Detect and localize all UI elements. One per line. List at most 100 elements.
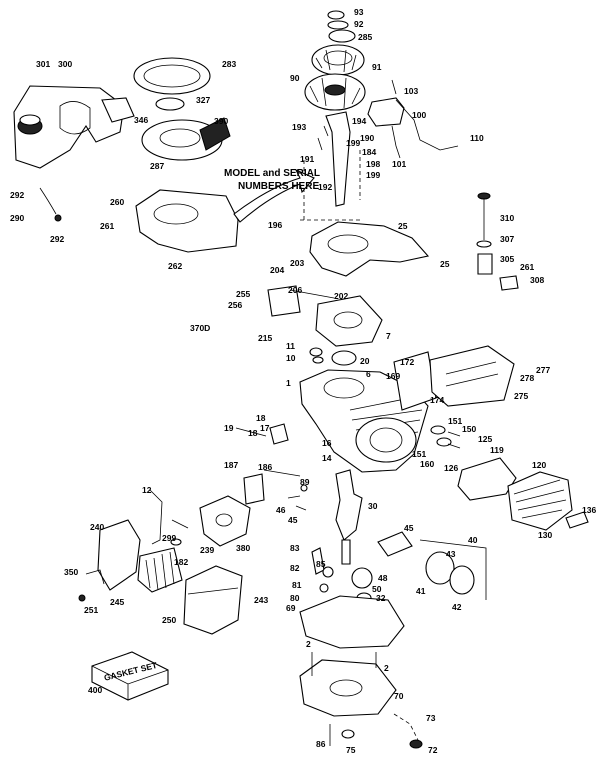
part-label: 261 — [100, 221, 114, 231]
bracket-194-190 — [317, 111, 351, 207]
part-327 — [155, 97, 185, 111]
sump-70 — [299, 652, 397, 717]
part-label: 172 — [400, 357, 414, 367]
part-label: 120 — [532, 460, 546, 470]
part-label: 93 — [354, 7, 364, 17]
carburetor-380 — [199, 495, 251, 547]
part-label: 18 — [256, 413, 266, 423]
part-label: 45 — [288, 515, 298, 525]
part-label: 275 — [514, 391, 528, 401]
part-75 — [341, 729, 355, 739]
air-cleaner-base-390 — [141, 117, 231, 161]
oil-tube-305 — [476, 240, 493, 275]
part-label: 199 — [346, 138, 360, 148]
part-label: 305 — [500, 254, 514, 264]
part-label: 243 — [254, 595, 268, 605]
part-labels: 93 92 285 91 283 301 300 90 103 327 100 … — [10, 7, 596, 755]
part-label: 82 — [290, 563, 300, 573]
part-label: 136 — [582, 505, 596, 515]
part-label: 251 — [84, 605, 98, 615]
part-label: 346 — [134, 115, 148, 125]
valve-11-10 — [309, 347, 324, 364]
air-filter-box-250 — [183, 565, 243, 635]
part-label: 10 — [286, 353, 296, 363]
part-label: 19 — [224, 423, 234, 433]
part-label: 285 — [358, 32, 372, 42]
muffler-245 — [137, 547, 183, 593]
part-label: 126 — [444, 463, 458, 473]
ignition-module-100 — [367, 97, 459, 151]
part-label: 83 — [290, 543, 300, 553]
part-label: 45 — [404, 523, 414, 533]
spark-plug-136 — [565, 511, 589, 529]
part-label: 182 — [174, 557, 188, 567]
part-label: 42 — [452, 602, 462, 612]
part-label: 193 — [292, 122, 306, 132]
air-filter-283 — [133, 57, 211, 95]
part-label: 292 — [10, 190, 24, 200]
part-label: 130 — [538, 530, 552, 540]
dipstick-310 — [477, 192, 491, 240]
washer-92 — [327, 20, 349, 30]
blower-housing-91 — [311, 44, 365, 76]
gasket-69 — [299, 595, 405, 649]
model-serial-callout — [233, 168, 315, 223]
lever-18-17 — [269, 423, 289, 445]
part-label: 198 — [366, 159, 380, 169]
lever-45 — [377, 531, 413, 557]
part-label: 390 — [214, 116, 228, 126]
crankcase-1 — [299, 369, 429, 473]
gasket-255 — [267, 285, 301, 317]
part-label: 287 — [150, 161, 164, 171]
part-label: 18 — [248, 428, 258, 438]
part-label: 283 — [222, 59, 236, 69]
part-label: 46 — [276, 505, 286, 515]
part-label: 327 — [196, 95, 210, 105]
part-label: 86 — [316, 739, 326, 749]
part-label: 196 — [268, 220, 282, 230]
cylinder-shroud-260 — [135, 189, 239, 253]
part-label: 290 — [10, 213, 24, 223]
part-label: 100 — [412, 110, 426, 120]
part-label: 169 — [386, 371, 400, 381]
part-label: 151 — [412, 449, 426, 459]
part-label: 301 — [36, 59, 50, 69]
part-label: 277 — [536, 365, 550, 375]
cylinder-head-120 — [507, 471, 573, 531]
part-label: 2 — [306, 639, 311, 649]
part-label: 40 — [468, 535, 478, 545]
cam-gear-40 — [419, 539, 487, 600]
part-label: 194 — [352, 116, 366, 126]
part-label: 191 — [300, 154, 314, 164]
part-label: 239 — [200, 545, 214, 555]
part-label: 245 — [110, 597, 124, 607]
part-label: 202 — [334, 291, 348, 301]
part-label: 70 — [394, 691, 404, 701]
part-label: 80 — [290, 593, 300, 603]
part-label: 240 — [90, 522, 104, 532]
part-label: 186 — [258, 462, 272, 472]
gasket-7 — [315, 295, 383, 347]
part-151-150 — [430, 425, 461, 449]
part-label: 91 — [372, 62, 382, 72]
breather-169-172 — [393, 351, 437, 411]
part-label: 89 — [300, 477, 310, 487]
part-251 — [78, 594, 86, 602]
part-label: 25 — [440, 259, 450, 269]
part-label: 110 — [470, 133, 484, 143]
part-label: 350 — [64, 567, 78, 577]
part-label: 41 — [416, 586, 426, 596]
part-label: 69 — [286, 603, 296, 613]
part-label: 7 — [386, 331, 391, 341]
part-299-182 — [170, 519, 189, 546]
part-label: 262 — [168, 261, 182, 271]
part-label: 308 — [530, 275, 544, 285]
part-label: 103 — [404, 86, 418, 96]
part-label: 30 — [368, 501, 378, 511]
part-285 — [328, 29, 356, 43]
part-label: 16 — [322, 438, 332, 448]
part-label: 1 — [286, 378, 291, 388]
part-label: 400 — [88, 685, 102, 695]
